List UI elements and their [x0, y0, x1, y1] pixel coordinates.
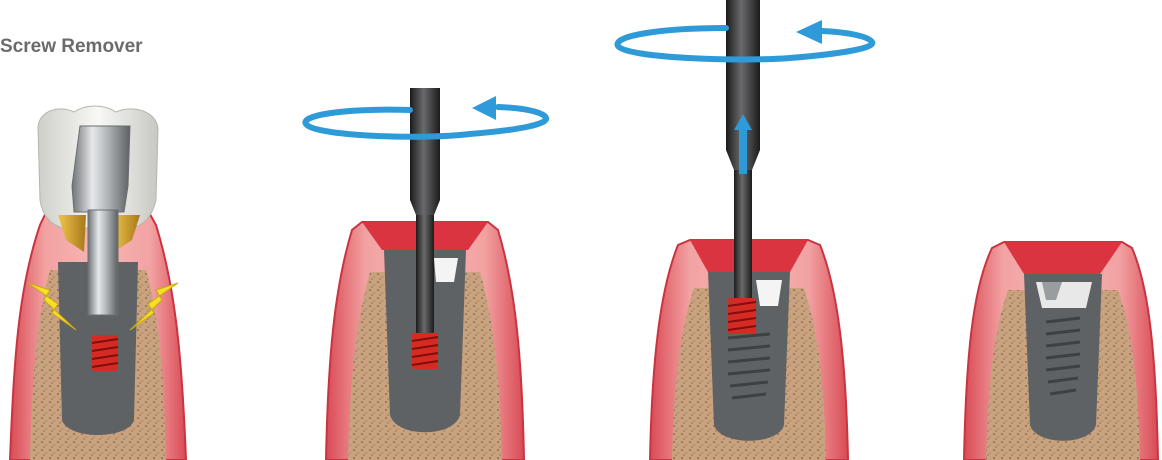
remover-tip [734, 170, 752, 302]
step-1-crown-stuck [10, 106, 186, 460]
abutment-post [88, 210, 118, 315]
stuck-screw [92, 335, 118, 371]
remover-tip [416, 215, 434, 335]
remover-shaft [410, 88, 440, 200]
implant-hex [756, 280, 782, 306]
step-3-screw-extracted [617, 0, 872, 460]
step-2-remover-engaged [305, 88, 546, 460]
implant-hex [434, 258, 458, 282]
extracted-screw [728, 298, 756, 334]
step-4-implant-cleared [964, 242, 1158, 460]
stuck-screw [412, 333, 438, 369]
abutment [72, 126, 130, 212]
remover-taper [410, 200, 440, 215]
